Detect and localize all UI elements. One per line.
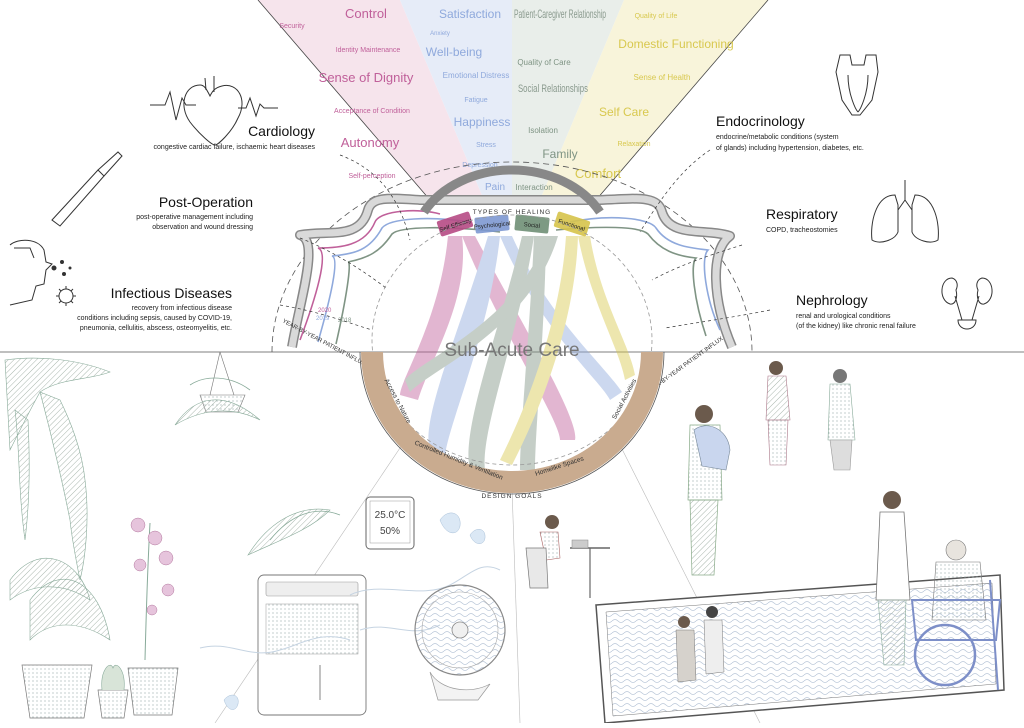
succulent-pot — [97, 664, 129, 719]
fan-label: Isolation — [528, 126, 558, 135]
healing-tab: Social — [514, 214, 550, 234]
post-operation-desc-2: observation and wound dressing — [152, 224, 253, 231]
diagram-title: Sub-Acute Care — [444, 340, 579, 361]
healing-tab-label: Social — [523, 222, 540, 230]
person-at-desk — [525, 515, 610, 598]
cardiology-desc: congestive cardiac failure, ischaemic he… — [154, 144, 316, 151]
cardiology-title: Cardiology — [248, 123, 315, 139]
dashed-outer-arc — [271, 161, 753, 353]
fan-label: Social Relationships — [518, 83, 588, 95]
orchid-plant — [127, 517, 179, 716]
kidneys-icon — [941, 277, 993, 330]
fan-label: Family — [542, 147, 577, 161]
thyroid-icon — [835, 54, 879, 116]
respiratory-block: Respiratory COPD, tracheostomies — [766, 206, 838, 234]
respiratory-desc: COPD, tracheostomies — [766, 227, 838, 234]
fan-label: Security — [279, 23, 305, 30]
fan-label: Sense of Health — [634, 73, 691, 82]
heart-ecg-icon — [150, 76, 278, 146]
fan-label: Acceptance of Condition — [334, 108, 410, 115]
fan-label: Domestic Functioning — [618, 37, 733, 51]
nephrology-desc-2: (of the kidney) like chronic renal failu… — [796, 323, 916, 330]
endocrinology-block: Endocrinology endocrine/metabolic condit… — [716, 113, 864, 152]
care-circle — [371, 214, 653, 466]
thermo-temperature: 25.0°C — [375, 510, 406, 521]
scalpel-icon — [51, 151, 123, 227]
goals-heading: DESIGN GOALS — [481, 493, 542, 500]
coughing-person-icon — [9, 239, 72, 306]
thermometer-icon: 25.0°C 50% — [365, 496, 415, 550]
patient-influx-band — [287, 193, 737, 349]
fan-label: Depression — [462, 162, 498, 169]
fan-label: Autonomy — [341, 135, 400, 150]
infectious-desc-2: conditions including sepsis, caused by C… — [77, 315, 232, 322]
fan-label: Stress — [476, 142, 496, 149]
water-drops — [223, 512, 486, 710]
thermo-humidity: 50% — [380, 526, 400, 537]
fan-label: Satisfaction — [439, 7, 501, 21]
fan-label: Emotional Distress — [443, 71, 510, 80]
fan-label: Identity Maintenance — [336, 47, 401, 54]
fan-label: Control — [345, 6, 387, 21]
healing-tab: Self Efficacy — [436, 211, 474, 237]
infectious-title: Infectious Diseases — [111, 285, 232, 301]
design-goals: DESIGN GOALS — [359, 351, 665, 500]
post-operation-title: Post-Operation — [159, 194, 253, 210]
walking-couple — [765, 361, 856, 471]
infectious-block: Infectious Diseases recovery from infect… — [77, 285, 232, 332]
fan-label: Fatigue — [464, 97, 487, 104]
window-plant — [247, 508, 341, 556]
cardiology-block: Cardiology congestive cardiac failure, i… — [154, 123, 316, 151]
father-and-child — [687, 405, 731, 576]
fan-label: Relaxation — [617, 141, 650, 148]
fan-label: Self-perception — [348, 173, 395, 180]
condition-arrows — [279, 149, 771, 331]
fan-label: Interaction — [515, 183, 552, 192]
fan-icon — [414, 584, 506, 701]
healing-outcomes-fan — [257, 0, 769, 201]
fan-label: Happiness — [454, 115, 511, 129]
nephrology-desc-1: renal and urological conditions — [796, 313, 891, 320]
fan-label: Pain — [485, 182, 505, 193]
infectious-desc-1: recovery from infectious disease — [132, 305, 232, 312]
fan-label: Patient-Caregiver Relationship — [514, 7, 606, 21]
post-operation-desc-1: post-operative management including — [136, 214, 253, 221]
healing-tab-label: Psychological — [474, 221, 511, 231]
endocrinology-desc-2: of glands) including hypertension, diabe… — [716, 145, 864, 152]
fan-wedge-social — [512, 0, 624, 200]
healing-tab: Psychological — [474, 214, 511, 234]
nephrology-block: Nephrology renal and urological conditio… — [796, 292, 916, 330]
fan-wedge-psychological — [400, 0, 512, 200]
lungs-icon — [871, 180, 939, 243]
fan-label: Quality of Life — [635, 13, 678, 20]
influx-year-2020: 2020 — [318, 308, 332, 314]
wheelchair-icon — [875, 491, 1002, 691]
types-of-healing: TYPES OF HEALING — [420, 165, 604, 216]
healing-tab: Functional — [553, 211, 591, 237]
fan-label: Comfort — [575, 166, 622, 181]
fan-label: Quality of Care — [517, 58, 571, 67]
fan-label: Anxiety — [430, 31, 450, 37]
virus-icon — [56, 286, 76, 306]
endocrinology-title: Endocrinology — [716, 113, 805, 129]
healing-heading: TYPES OF HEALING — [473, 209, 552, 216]
nephrology-title: Nephrology — [796, 292, 868, 308]
hanging-plant-icon — [174, 351, 261, 426]
endocrinology-desc-1: endocrine/metabolic conditions (system — [716, 134, 839, 141]
fan-label: Well-being — [426, 45, 482, 59]
respiratory-title: Respiratory — [766, 206, 838, 222]
influx-year-2019: 2019 — [316, 316, 330, 322]
dehumidifier-icon — [257, 574, 367, 716]
post-operation-block: Post-Operation post-operative management… — [136, 194, 253, 231]
chord-ribbons — [400, 236, 635, 470]
fan-label: Sense of Dignity — [319, 70, 414, 85]
fan-wedge-self-efficacy — [258, 0, 484, 200]
potted-plant — [9, 558, 111, 719]
fan-label: Self Care — [599, 105, 649, 119]
infectious-desc-3: pneumonia, cellulitis, abscess, osteomye… — [80, 325, 232, 332]
fan-wedge-functional — [540, 0, 768, 200]
